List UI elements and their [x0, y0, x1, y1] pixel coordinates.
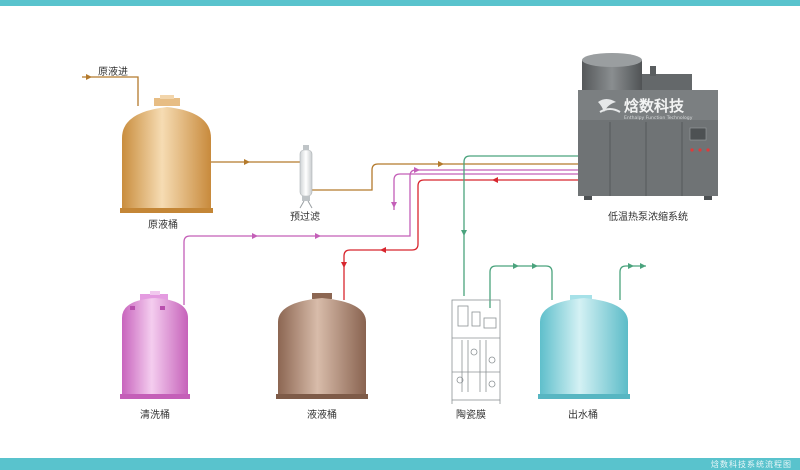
wash-tank — [120, 291, 190, 399]
raw-liquid-pipes — [82, 76, 578, 191]
raw-tank-label: 原液桶 — [148, 220, 178, 231]
raw-liquid-tank — [120, 95, 213, 213]
wash-flow-arrows — [252, 167, 420, 239]
water-pipes — [463, 155, 646, 308]
top-band — [0, 0, 800, 6]
concentrate-pipes — [343, 179, 578, 300]
outlet-tank — [538, 295, 630, 399]
wash-liquid-pipes — [183, 169, 578, 305]
brand-name: 焓数科技 — [624, 97, 685, 115]
ceramic-membrane-label: 陶瓷膜 — [456, 410, 486, 421]
heat-pump-system-label: 低温热泵浓缩系统 — [608, 212, 688, 223]
concentrate-flow-arrows — [341, 177, 498, 268]
water-flow-arrows — [461, 230, 646, 269]
raw-inlet-label: 原液进 — [98, 67, 128, 78]
wash-tank-label: 清洗桶 — [140, 410, 170, 421]
ceramic-membrane-unit — [451, 299, 501, 404]
brand-tagline: Enthalpy Function Technology — [624, 115, 693, 121]
bottom-band — [0, 458, 800, 470]
concentrate-tank — [276, 293, 368, 399]
heat-pump-system — [578, 53, 718, 200]
prefilter-label: 预过滤 — [290, 212, 320, 223]
concentrate-tank-label: 液液桶 — [307, 410, 337, 421]
outlet-tank-label: 出水桶 — [568, 410, 598, 421]
raw-flow-arrows — [86, 74, 444, 167]
prefilter-unit — [299, 145, 313, 209]
footer-caption: 焓数科技系统流程图 — [711, 460, 792, 469]
brand-logo-icon — [598, 99, 621, 113]
